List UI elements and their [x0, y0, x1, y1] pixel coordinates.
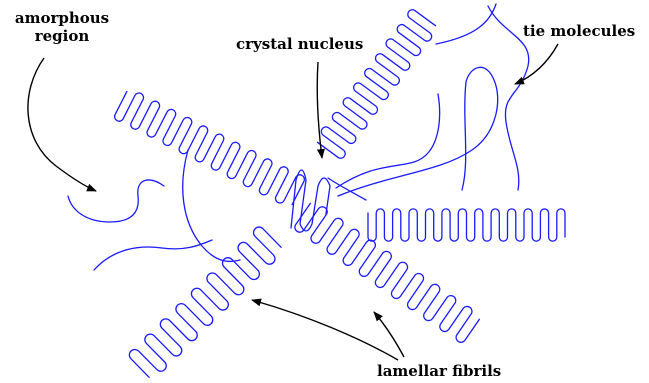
- amorphous-region-label: amorphous region: [7, 9, 117, 45]
- lamella-upper-left: [115, 91, 305, 204]
- lamella-upper-right: [318, 10, 436, 158]
- tie-molecules-label: tie molecules: [523, 22, 635, 40]
- arrow-lamellar-fibrils-right: [374, 312, 404, 357]
- amorphous-chain-lower: [94, 240, 212, 270]
- lamellar-fibrils-label: lamellar fibrils: [377, 362, 501, 380]
- arrow-lamellar-fibrils-left: [252, 300, 398, 360]
- tie-molecule-loop: [338, 67, 498, 196]
- lamella-lower-right: [295, 203, 480, 342]
- tie-molecule-top: [436, 4, 496, 44]
- arrow-amorphous-region: [28, 58, 96, 191]
- lamella-horizontal: [368, 209, 565, 241]
- amorphous-label-line-1: amorphous: [7, 9, 117, 27]
- tie-molecule-middle: [336, 94, 440, 188]
- amorphous-chain-left: [68, 180, 164, 222]
- arrow-tie-molecules: [515, 44, 558, 84]
- crystal-nucleus-label: crystal nucleus: [236, 35, 363, 53]
- amorphous-label-line-2: region: [7, 27, 117, 45]
